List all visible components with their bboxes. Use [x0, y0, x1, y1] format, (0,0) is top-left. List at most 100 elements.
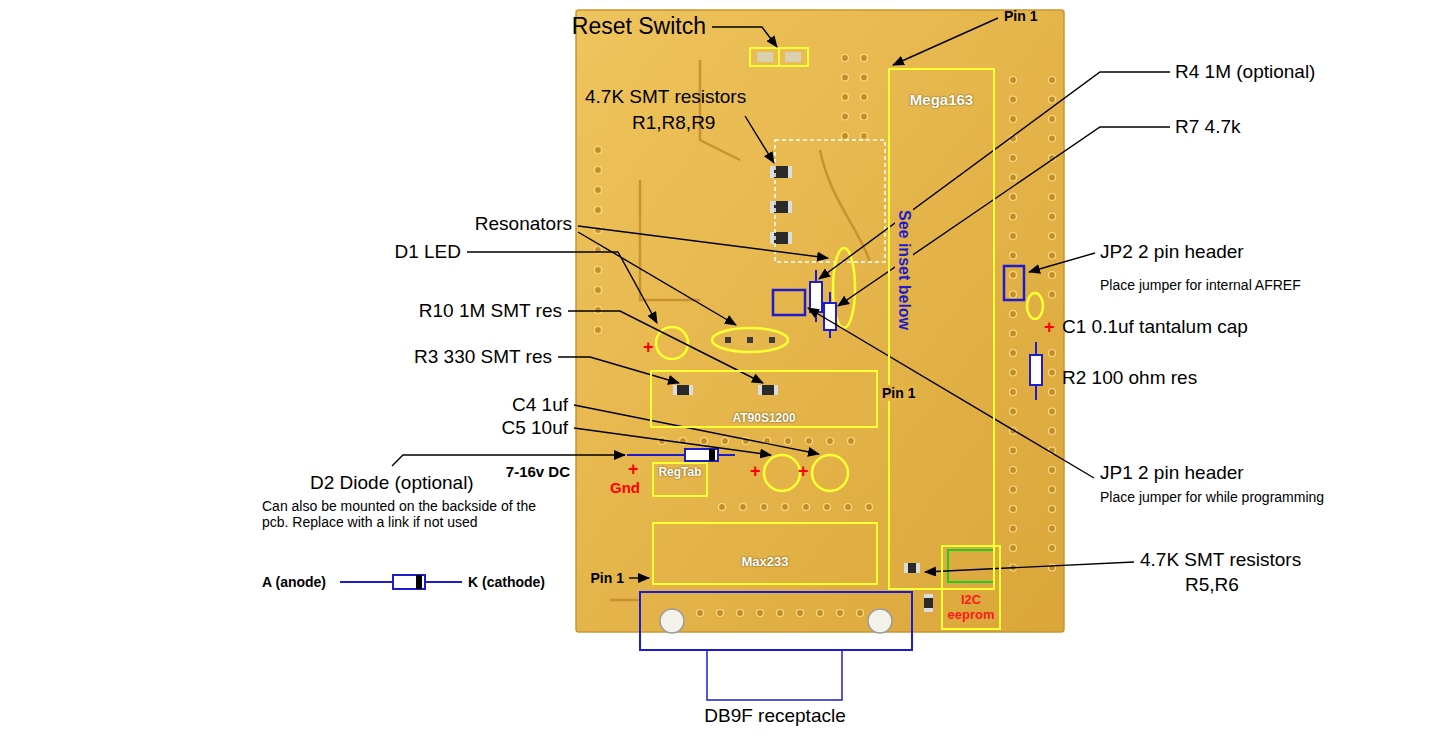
part-number: R1,R8,R9 — [632, 112, 715, 134]
pad-hole — [845, 504, 852, 511]
ground-label: Gnd — [610, 479, 640, 496]
eeprom-footprint — [948, 550, 994, 582]
smt-body — [904, 563, 920, 573]
smt-body — [673, 385, 693, 395]
pad-hole — [701, 438, 708, 445]
instruction-note: Place jumper for internal AFREF — [1100, 277, 1301, 293]
pad-hole — [1010, 252, 1017, 259]
pad-hole — [806, 438, 813, 445]
pad-hole — [1010, 311, 1017, 318]
pad-hole — [1010, 545, 1017, 552]
smt-terminal — [774, 385, 778, 395]
pad-hole — [1010, 506, 1017, 513]
pad-hole — [1049, 408, 1056, 415]
resonator-pin — [769, 337, 775, 343]
pad-hole — [595, 187, 602, 194]
leader-line — [712, 27, 777, 47]
resonator-pin — [747, 337, 753, 343]
smt-terminal — [770, 232, 774, 244]
pad-hole — [1049, 467, 1056, 474]
pad-hole — [595, 287, 602, 294]
pad-hole — [861, 74, 868, 81]
connector-outline — [640, 592, 912, 650]
smt-resistor — [904, 563, 920, 573]
leader-line — [574, 405, 819, 454]
smt-body — [770, 232, 792, 244]
pad-hole — [1010, 233, 1017, 240]
header-symbol — [1004, 266, 1024, 300]
pad-hole — [1010, 77, 1017, 84]
pad-hole — [1049, 291, 1056, 298]
part-number: R5,R6 — [1185, 574, 1239, 596]
switch-pad — [757, 52, 773, 62]
smt-terminal — [788, 232, 792, 244]
callout-label: R3 330 SMT res — [414, 346, 552, 368]
resistor-symbol — [824, 303, 836, 330]
pad-hole — [842, 133, 849, 140]
pad-hole — [1010, 330, 1017, 337]
switch-divider — [778, 48, 780, 66]
leader-line — [808, 308, 1094, 478]
pad-hole — [861, 133, 868, 140]
pad-hole — [1010, 350, 1017, 357]
eeprom-outline: I2C eeprom — [941, 545, 1001, 630]
part-name: RegTab — [658, 466, 701, 479]
smt-body — [770, 166, 792, 178]
pad-hole — [1010, 467, 1017, 474]
pad-hole — [782, 504, 789, 511]
part-name: Max233 — [742, 555, 789, 569]
polarity-mark: + — [1044, 317, 1055, 338]
pad-hole — [595, 327, 602, 334]
leader-line — [629, 577, 649, 578]
pad-hole — [861, 94, 868, 101]
pad-hole — [1049, 96, 1056, 103]
resistor-symbol — [810, 282, 822, 312]
pad-hole — [697, 610, 704, 617]
smt-terminal — [758, 385, 762, 395]
pad-hole — [842, 94, 849, 101]
smt-resistor — [758, 385, 778, 395]
callout-label: JP2 2 pin header — [1100, 241, 1244, 263]
pad-hole — [1049, 272, 1056, 279]
callout-label: R2 100 ohm res — [1062, 367, 1197, 389]
mounting-hole — [868, 609, 892, 633]
chip-outline: AT90S1200 — [650, 370, 878, 428]
smt-resistor — [770, 232, 792, 244]
pad-hole — [740, 504, 747, 511]
power-label: 7-16v DC — [506, 463, 570, 480]
smt-body — [770, 201, 792, 213]
pcb-board — [576, 10, 1064, 632]
switch-pad — [785, 52, 801, 62]
pcb-traces — [610, 60, 870, 600]
pad-hole — [861, 113, 868, 120]
pad-hole — [719, 504, 726, 511]
pad-hole — [595, 147, 602, 154]
instruction-note: Place jumper for while programming — [1100, 489, 1324, 505]
smt-resistor — [924, 594, 933, 612]
pad-hole — [1049, 545, 1056, 552]
pad-hole — [757, 610, 764, 617]
smt-terminal — [673, 385, 677, 395]
callout-label: Resonators — [475, 213, 572, 235]
pad-hole — [1010, 116, 1017, 123]
pad-hole — [1010, 272, 1017, 279]
diode-band — [416, 575, 422, 589]
smt-terminal — [689, 385, 693, 395]
pad-hole — [842, 113, 849, 120]
callout-label: DB9F receptacle — [704, 705, 846, 727]
inset-frame — [775, 140, 885, 262]
leader-line — [578, 226, 828, 258]
polarity-mark: + — [643, 337, 654, 358]
callout-label: R10 1M SMT res — [419, 300, 562, 322]
polarity-mark: + — [628, 459, 639, 480]
smt-terminal — [770, 166, 774, 178]
diode-band — [709, 449, 715, 461]
pcb-trace — [700, 60, 740, 160]
callout-label: D2 Diode (optional) — [310, 472, 474, 494]
pad-hole — [1010, 96, 1017, 103]
pin-marker: Pin 1 — [1004, 8, 1037, 24]
diode-symbol — [685, 449, 718, 461]
pad-hole — [1049, 252, 1056, 259]
pad-hole — [761, 504, 768, 511]
